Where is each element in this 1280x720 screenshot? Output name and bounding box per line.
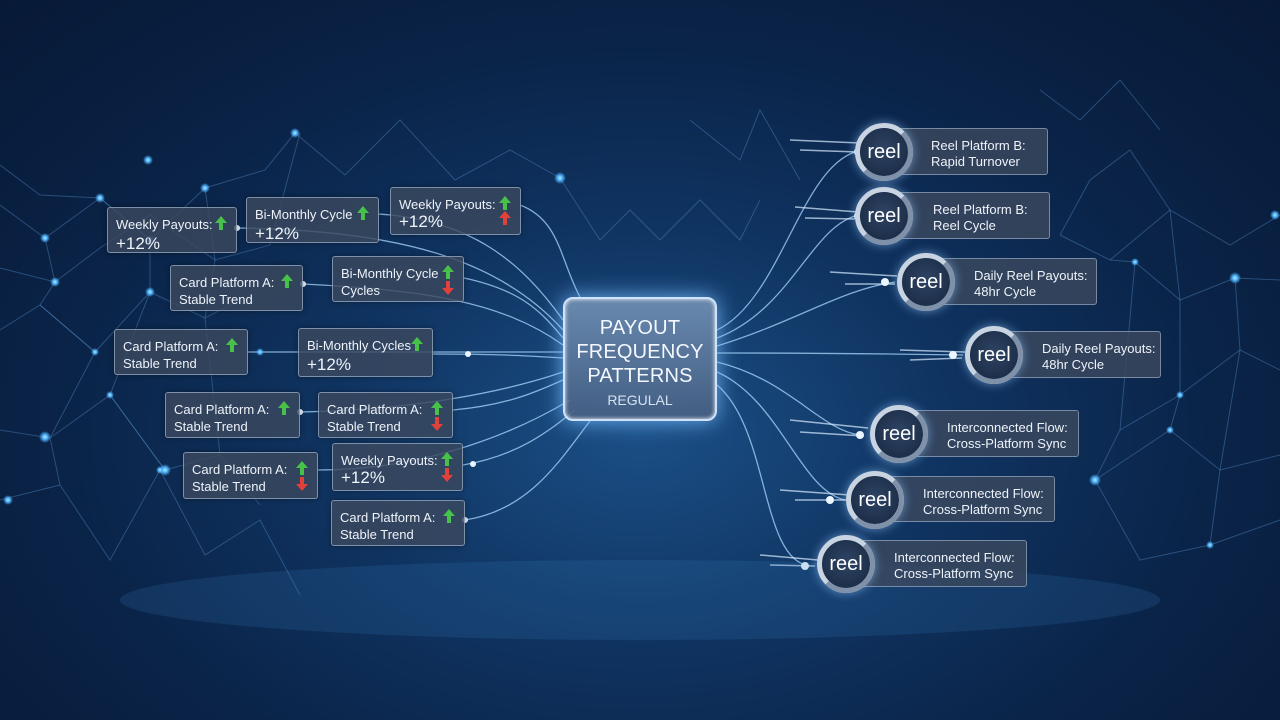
card-value: +12% — [116, 234, 160, 253]
card-label: Card Platform A: — [192, 462, 288, 477]
metric-card: Card Platform A: Stable Trend — [165, 392, 300, 438]
card-value: Stable Trend — [174, 419, 248, 434]
reel-icon: reel — [855, 123, 913, 181]
reel-card-label: Reel Platform B: — [931, 138, 1026, 153]
reel-icon: reel — [817, 535, 875, 593]
metric-card: Card Platform A: Stable Trend — [183, 452, 318, 499]
card-label: Bi-Monthly Cycle — [255, 207, 353, 222]
reel-card: Interconnected Flow: Cross-Platform Sync — [898, 410, 1079, 457]
metric-card: Bi-Monthly Cycle +12% — [246, 197, 379, 243]
card-value: Stable Trend — [340, 527, 414, 542]
metric-card: Weekly Payouts: +12% — [332, 443, 463, 491]
reel-card-value: Cross-Platform Sync — [894, 566, 1014, 581]
trend-up-icon — [226, 338, 238, 352]
trend-up-red-icon — [499, 211, 511, 225]
trend-down-icon — [296, 477, 308, 491]
trend-up-icon — [499, 196, 511, 210]
reel-icon: reel — [855, 187, 913, 245]
trend-up-icon — [296, 461, 308, 475]
metric-card: Bi-Monthly Cycles +12% — [298, 328, 433, 377]
trend-up-icon — [281, 274, 293, 288]
metric-card: Card Platform A: Stable Trend — [170, 265, 303, 311]
hub-subtitle: REGULAL — [607, 392, 673, 408]
reel-card-label: Daily Reel Payouts: — [974, 268, 1088, 283]
card-value: +12% — [341, 468, 385, 487]
trend-up-icon — [441, 452, 453, 466]
metric-card: Card Platform A: Stable Trend — [114, 329, 248, 375]
card-value: +12% — [255, 224, 299, 243]
reel-card-value: Cross-Platform Sync — [923, 502, 1043, 517]
card-value: +12% — [307, 355, 351, 374]
card-label: Bi-Monthly Cycle — [341, 266, 439, 281]
reel-card-value: 48hr Cycle — [1042, 357, 1105, 372]
card-label: Card Platform A: — [327, 402, 423, 417]
reel-card-label: Interconnected Flow: — [947, 420, 1068, 435]
hub-title: PAYOUT FREQUENCY PATTERNS — [576, 317, 704, 387]
reel-card-label: Interconnected Flow: — [923, 486, 1044, 501]
card-label: Weekly Payouts: — [399, 197, 496, 212]
trend-up-icon — [443, 509, 455, 523]
reel-card-value: Cross-Platform Sync — [947, 436, 1067, 451]
central-hub: PAYOUT FREQUENCY PATTERNS REGULAL — [563, 297, 717, 421]
card-value: +12% — [399, 212, 443, 231]
trend-up-icon — [411, 337, 423, 351]
reel-card: Interconnected Flow: Cross-Platform Sync — [874, 476, 1055, 522]
trend-down-icon — [431, 417, 443, 431]
trend-up-icon — [357, 206, 369, 220]
trend-down-icon — [442, 281, 454, 295]
card-value: Stable Trend — [123, 356, 197, 371]
reel-card-value: Reel Cycle — [933, 218, 996, 233]
reel-icon: reel — [846, 471, 904, 529]
trend-down-icon — [441, 468, 453, 482]
metric-card: Card Platform A: Stable Trend — [318, 392, 453, 438]
metric-card: Card Platform A: Stable Trend — [331, 500, 465, 546]
card-label: Weekly Payouts: — [116, 217, 213, 232]
card-label: Weekly Payouts: — [341, 453, 438, 468]
trend-up-icon — [431, 401, 443, 415]
reel-card: Interconnected Flow: Cross-Platform Sync — [845, 540, 1027, 587]
reel-card-label: Daily Reel Payouts: — [1042, 341, 1156, 356]
card-value: Stable Trend — [179, 292, 253, 307]
metric-card: Weekly Payouts: +12% — [390, 187, 521, 235]
card-label: Card Platform A: — [174, 402, 270, 417]
card-label: Card Platform A: — [179, 275, 275, 290]
card-value: Stable Trend — [327, 419, 401, 434]
card-label: Bi-Monthly Cycles — [307, 338, 412, 353]
metric-card: Bi-Monthly Cycle Cycles — [332, 256, 464, 302]
trend-up-icon — [278, 401, 290, 415]
metric-card: Weekly Payouts: +12% — [107, 207, 237, 253]
card-value: Stable Trend — [192, 479, 266, 494]
reel-icon: reel — [870, 405, 928, 463]
reel-icon: reel — [965, 326, 1023, 384]
reel-card-label: Interconnected Flow: — [894, 550, 1015, 565]
reel-card-value: 48hr Cycle — [974, 284, 1037, 299]
reel-card-value: Rapid Turnover — [931, 154, 1020, 169]
trend-up-icon — [215, 216, 227, 230]
reel-card-label: Reel Platform B: — [933, 202, 1028, 217]
trend-up-icon — [442, 265, 454, 279]
card-label: Card Platform A: — [340, 510, 436, 525]
card-label: Card Platform A: — [123, 339, 219, 354]
card-value: Cycles — [341, 283, 381, 298]
reel-icon: reel — [897, 253, 955, 311]
